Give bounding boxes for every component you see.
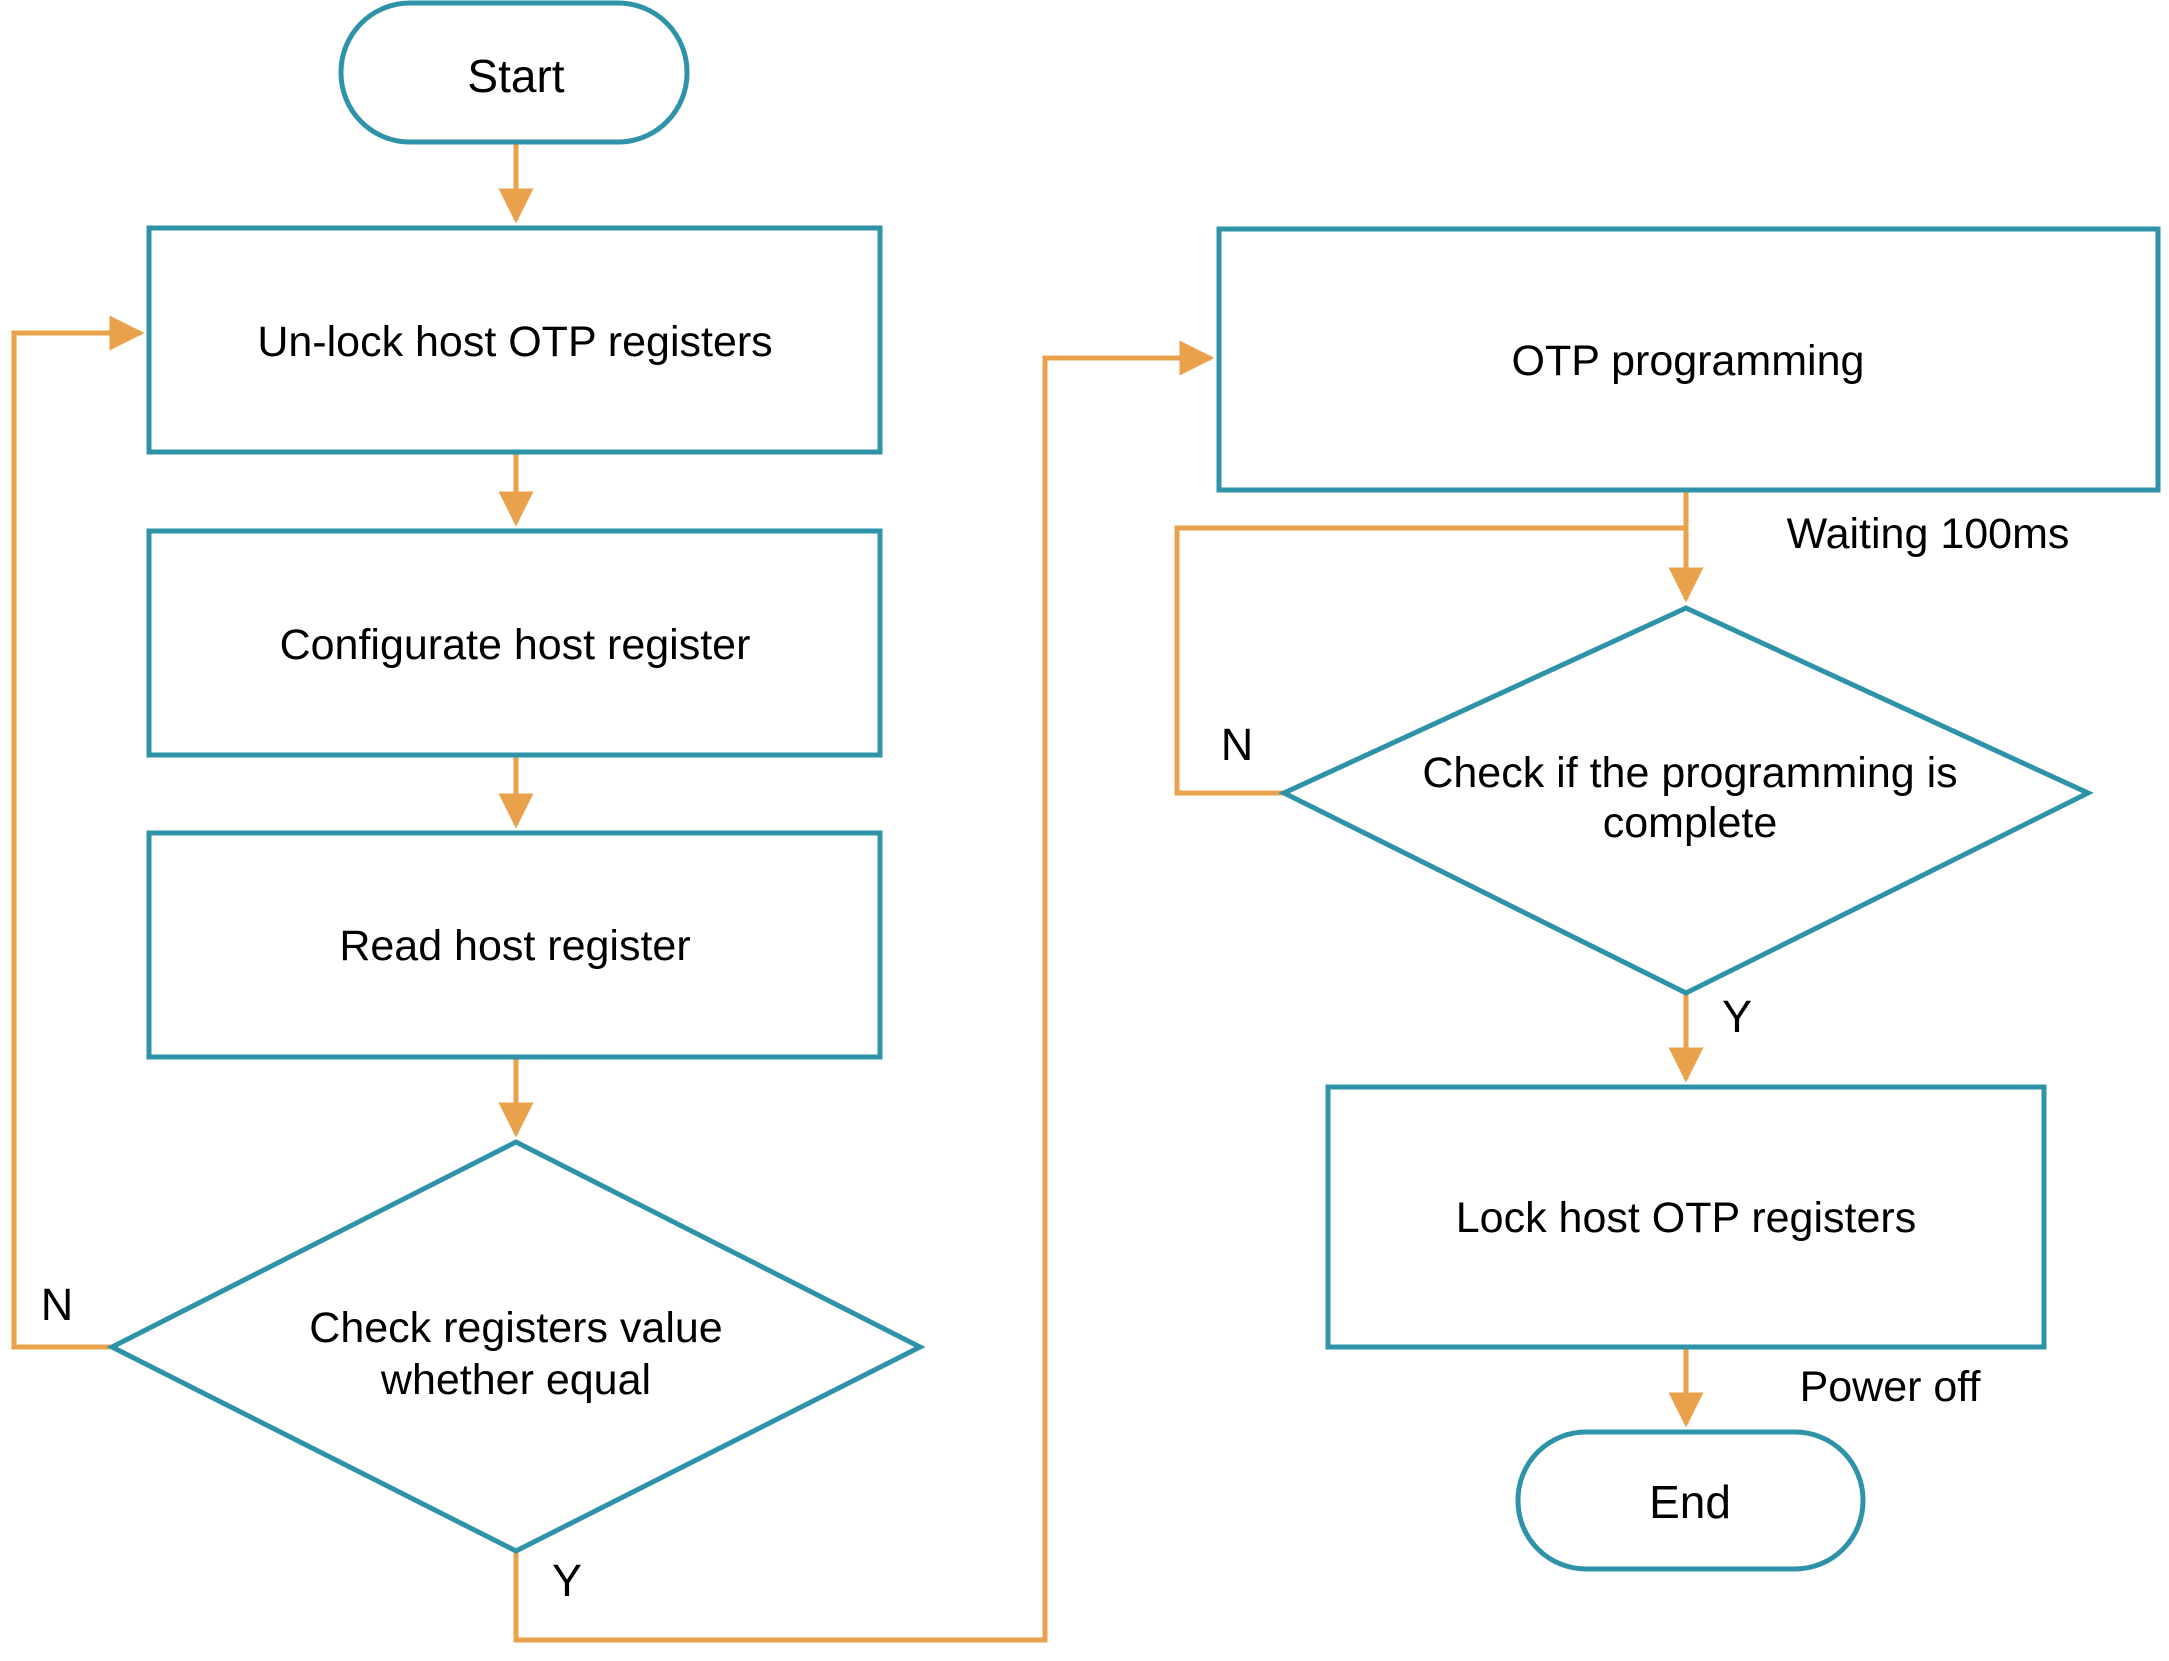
node-configurate-host-register: Configurate host register xyxy=(146,528,883,758)
otp-programming-process-shape xyxy=(1216,226,2161,493)
check-equal-label-line1: Check registers value xyxy=(309,1304,722,1352)
otp-programming-label: OTP programming xyxy=(1512,337,1865,385)
node-start: Start xyxy=(338,0,690,145)
node-end: End xyxy=(1515,1429,1866,1572)
read-label: Read host register xyxy=(339,922,690,970)
check-complete-label-line2: complete xyxy=(1603,799,1777,847)
power-off-label: Power off xyxy=(1800,1363,1982,1411)
check-complete-yes-label: Y xyxy=(1722,991,1752,1042)
unlock-process-shape xyxy=(146,225,883,455)
edge-check-complete-no-loop xyxy=(1174,525,1684,796)
edge-labels: N Y N Y Waiting 100ms Power off xyxy=(41,510,2070,1606)
edges xyxy=(11,142,1704,1643)
check-equal-label-line2: whether equal xyxy=(380,1356,651,1404)
node-lock-host-otp-registers: Lock host OTP registers xyxy=(1325,1084,2047,1350)
waiting-100ms-label: Waiting 100ms xyxy=(1787,510,2070,558)
edge-check-equal-no-loop xyxy=(11,315,145,1350)
check-equal-no-label: N xyxy=(41,1279,74,1330)
node-unlock-host-otp-registers: Un-lock host OTP registers xyxy=(146,225,883,455)
lock-label: Lock host OTP registers xyxy=(1456,1194,1916,1242)
configurate-label: Configurate host register xyxy=(280,621,751,669)
configurate-process-shape xyxy=(146,528,883,758)
node-otp-programming: OTP programming xyxy=(1216,226,2161,493)
end-label: End xyxy=(1649,1476,1731,1528)
start-label: Start xyxy=(467,50,564,102)
node-check-registers-value-decision: Check registers value whether equal xyxy=(106,1139,926,1554)
node-check-programming-complete-decision: Check if the programming is complete xyxy=(1278,605,2094,996)
node-read-host-register: Read host register xyxy=(146,830,883,1060)
lock-process-shape xyxy=(1325,1084,2047,1350)
check-complete-label-line1: Check if the programming is xyxy=(1422,749,1957,797)
edge-check-equal-yes-to-otp xyxy=(513,340,1215,1643)
check-complete-no-label: N xyxy=(1221,719,1254,770)
check-equal-decision-shape xyxy=(106,1139,926,1554)
check-equal-yes-label: Y xyxy=(552,1555,582,1606)
read-process-shape xyxy=(146,830,883,1060)
start-terminator-shape xyxy=(338,0,690,145)
end-terminator-shape xyxy=(1515,1429,1866,1572)
check-complete-decision-shape xyxy=(1278,605,2094,996)
unlock-label: Un-lock host OTP registers xyxy=(257,318,772,366)
